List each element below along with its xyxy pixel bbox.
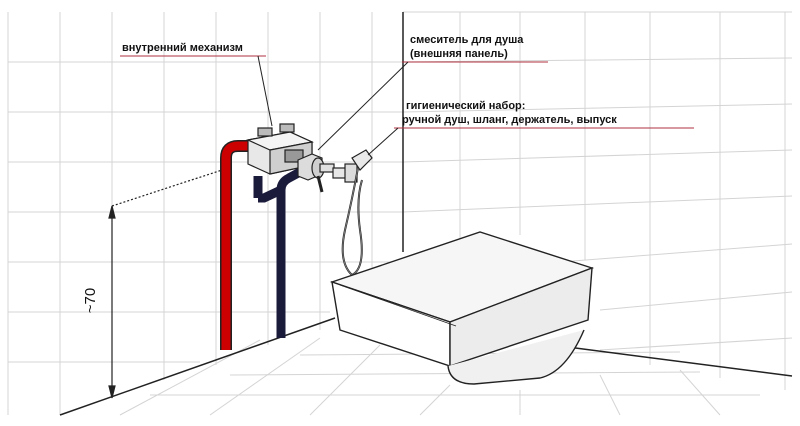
label-shower-mixer-line2: (внешняя панель): [410, 48, 508, 60]
dimension-line: [108, 169, 223, 399]
right-wall-tiles: [402, 11, 793, 390]
label-internal-mechanism: внутренний механизм: [122, 42, 243, 54]
wall-hung-toilet: [329, 231, 595, 385]
label-hygiene-set-line2: ручной душ, шланг, держатель, выпуск: [402, 114, 617, 126]
cold-water-pipe: [253, 168, 303, 338]
left-wall-tiles: [7, 12, 403, 415]
leader-lines: [120, 55, 694, 156]
dimension-height-label: ~70: [82, 287, 100, 314]
hot-water-pipe: [220, 140, 258, 350]
label-hygiene-set-line1: гигиенический набор:: [406, 100, 526, 112]
room-edges: [59, 12, 793, 416]
label-shower-mixer-line1: смеситель для душа: [410, 34, 524, 46]
